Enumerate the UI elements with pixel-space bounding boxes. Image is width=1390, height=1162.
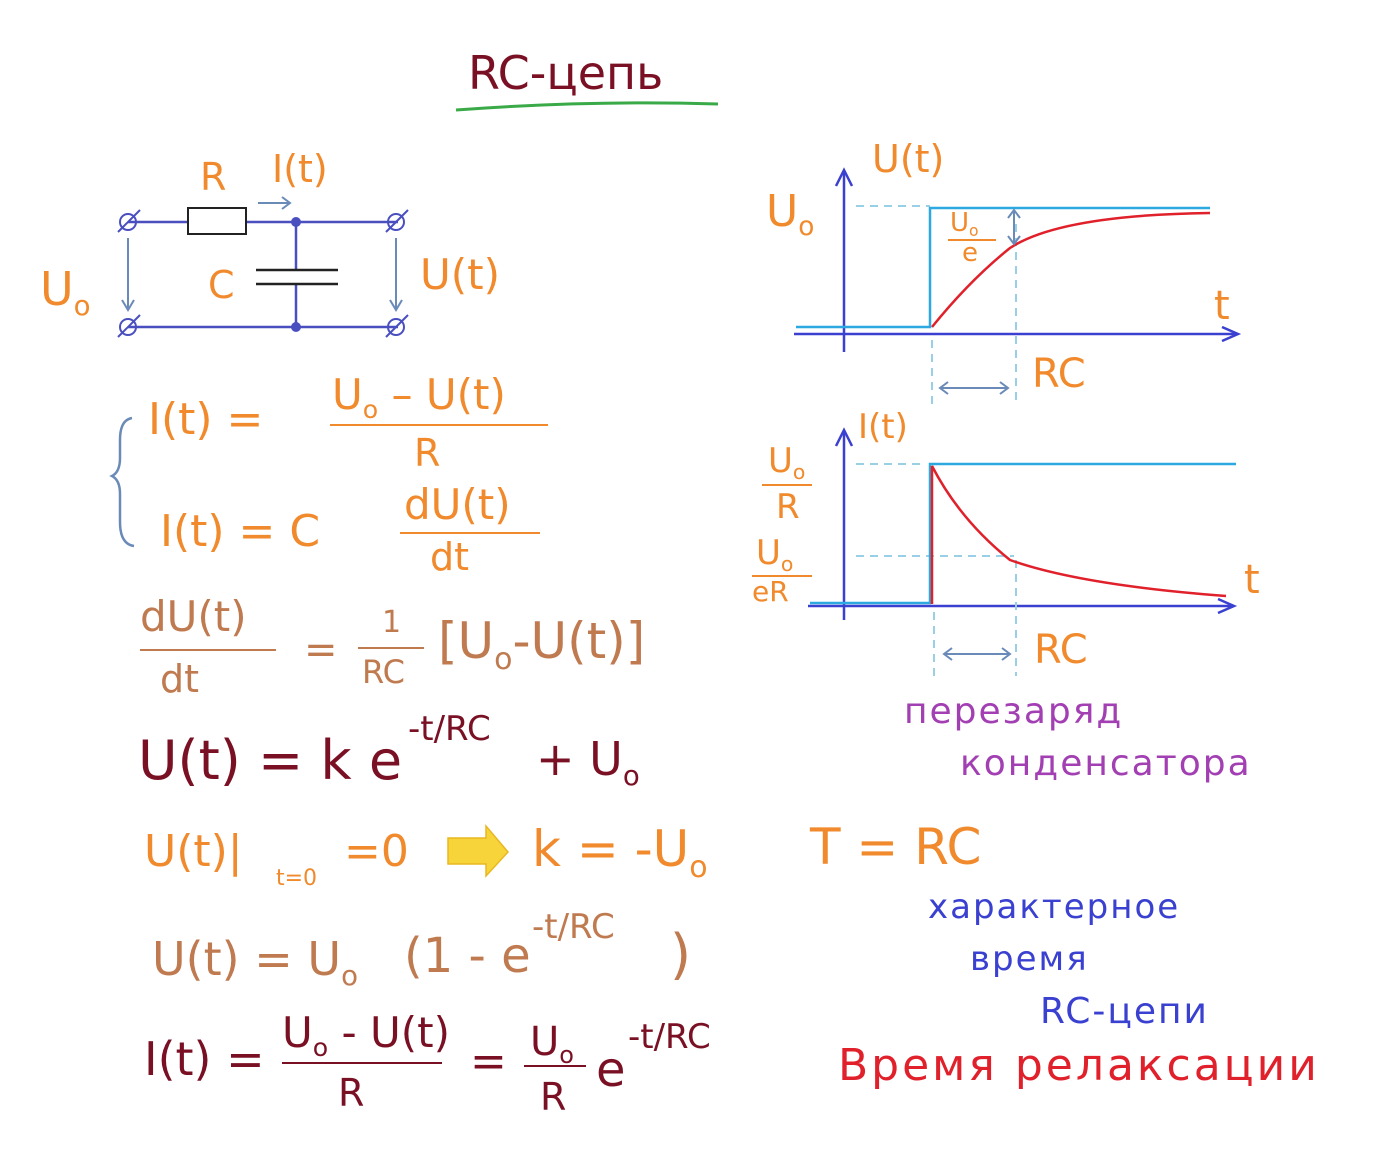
resistor-symbol [187,207,247,235]
eq2-lhs: I(t) = C [160,506,321,557]
current-frac2-denominator: R [540,1075,567,1119]
graph-u-rc-arrow [938,381,1010,395]
general-solution-exponent: -t/RC [408,709,491,749]
general-solution-rhs: + Uo [536,732,640,792]
graph-i-ylabel: I(t) [858,407,908,447]
system-brace [109,416,135,548]
graph-u-response-curve [931,211,1211,328]
eq2-denominator: dt [430,535,470,579]
graph-i-top-num: Uo [768,441,806,485]
solution-lhs: U(t) = Uo [152,932,358,992]
initial-condition-eq: =0 [344,826,409,877]
junction-top [291,217,301,227]
graph-i-axes [808,427,1238,620]
ode-coef-denominator: RC [362,653,405,691]
ode-coef-numerator: 1 [382,605,402,640]
graph-i-guides [856,463,1017,676]
terminal-bottom-left [119,318,137,336]
source-voltage-label: Uo [40,262,91,322]
terminal-bottom-right [387,318,405,336]
current-arrow [258,196,292,210]
terminals [117,209,409,338]
graph-i-response-curve [930,465,1227,604]
implication-arrow [447,823,509,878]
resistor-label: R [200,155,227,199]
graph-i-top-den: R [776,487,800,527]
note-characteristic-line2: время [970,939,1089,979]
graph-u-frac-den: e [962,238,978,268]
initial-condition-result: k = -Uo [532,820,708,885]
note-tau: T = RC [810,818,982,876]
title-underline [455,101,719,112]
solution-close: ) [670,923,692,986]
ode-bracket-term: [Uo-U(t)] [438,612,646,677]
output-voltage-label: U(t) [420,250,500,299]
ode-denominator: dt [160,657,200,701]
terminal-top-right [387,213,405,231]
note-characteristic-line1: характерное [928,887,1181,927]
graph-u-axes [794,167,1242,352]
output-voltage-arrow [389,238,403,312]
eq1-denominator: R [414,431,441,475]
ode-numerator: dU(t) [140,592,247,641]
ode-equals: = [304,627,338,673]
graph-u-rc-label: RC [1032,351,1086,397]
graph-i-mid-num: Uo [756,533,794,577]
graph-u-level-label: Uo [766,186,815,243]
current-lhs: I(t) = [144,1032,265,1086]
current-label: I(t) [272,147,328,191]
graph-u-ylabel: U(t) [872,137,945,181]
initial-condition-lhs: U(t)| [144,826,243,877]
graph-i-mid-den: eR [752,575,789,608]
note-recharge-line2: конденсатора [960,743,1252,784]
current-frac2-numerator: Uo [530,1019,574,1070]
graph-u-frac-num: Uo [950,208,979,241]
solution-exponent: -t/RC [532,907,615,947]
graph-u-input-step [796,206,1210,329]
current-exp-base: e [596,1042,626,1098]
eq1-lhs: I(t) = [148,394,264,445]
circuit [128,207,398,329]
note-recharge-line1: перезаряд [904,691,1124,732]
graph-i-input-step [810,462,1236,605]
note-characteristic-line3: RC-цепи [1040,991,1209,1032]
source-voltage-arrow [121,238,135,312]
solution-mid: (1 - e [404,928,531,984]
graph-u-xlabel: t [1214,283,1230,329]
page-title: RC-цепь [468,46,664,100]
initial-condition-sub: t=0 [276,866,318,891]
current-equals: = [470,1036,507,1087]
graph-i-rc-arrow [942,647,1012,661]
graph-i-rc-label: RC [1034,627,1088,673]
general-solution-lhs: U(t) = k e [138,729,403,792]
current-numerator: Uo - U(t) [282,1008,451,1062]
terminal-top-left [119,213,137,231]
capacitor-label: C [208,263,235,307]
eq1-numerator: Uo – U(t) [332,370,506,424]
junction-bottom [291,322,301,332]
current-exponent: -t/RC [628,1017,711,1057]
note-relaxation-time: Время релаксации [838,1040,1320,1091]
graph-u-guides [856,205,1017,410]
graph-i-xlabel: t [1244,557,1260,603]
eq2-numerator: dU(t) [404,480,511,529]
graph-u-gap-arrow [1007,208,1021,246]
current-denominator: R [338,1071,365,1115]
